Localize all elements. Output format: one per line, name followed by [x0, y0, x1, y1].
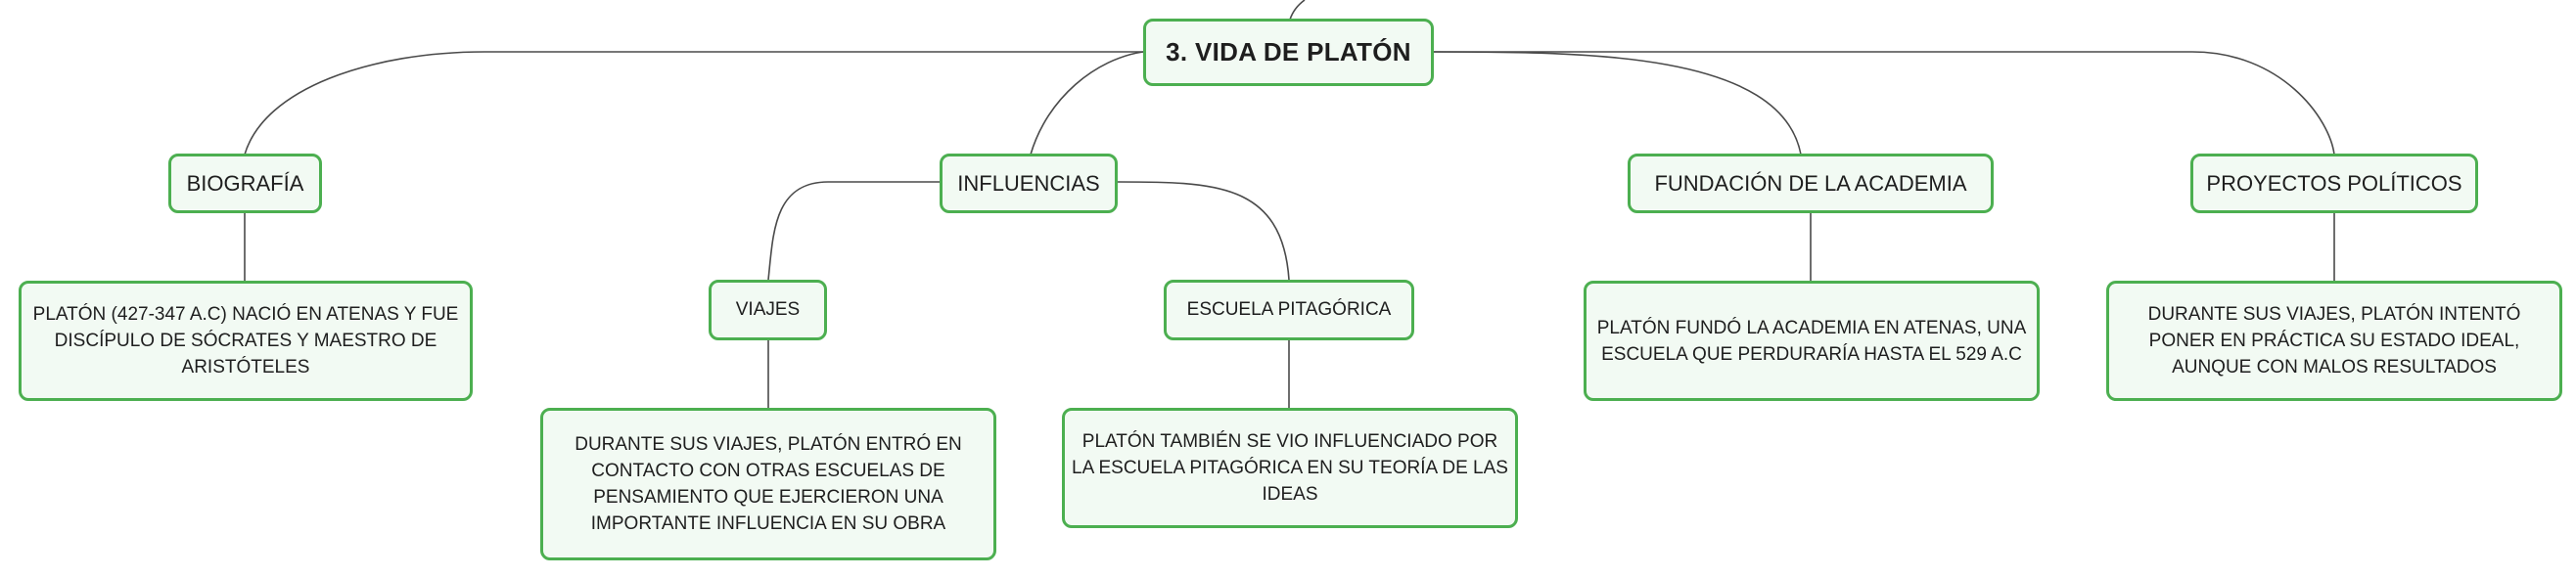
- detail-academia[interactable]: PLATÓN FUNDÓ LA ACADEMIA EN ATENAS, UNA …: [1584, 281, 2040, 401]
- connector-influencias-pitagorica: [1116, 181, 1290, 281]
- detail-biografia-text: PLATÓN (427-347 A.C) NACIÓ EN ATENAS Y F…: [32, 304, 459, 378]
- topic-proyectos-label: PROYECTOS POLÍTICOS: [2206, 170, 2462, 196]
- detail-biografia[interactable]: PLATÓN (427-347 A.C) NACIÓ EN ATENAS Y F…: [19, 281, 473, 401]
- root-node[interactable]: 3. VIDA DE PLATÓN: [1143, 19, 1434, 86]
- detail-proyectos-text: DURANTE SUS VIAJES, PLATÓN INTENTÓ PONER…: [2147, 304, 2521, 378]
- topic-proyectos[interactable]: PROYECTOS POLÍTICOS: [2190, 154, 2478, 213]
- connector-root-academia: [1433, 51, 1802, 156]
- connector-root-biografia: [244, 51, 1143, 156]
- topic-influencias[interactable]: INFLUENCIAS: [940, 154, 1118, 213]
- topic-academia[interactable]: FUNDACIÓN DE LA ACADEMIA: [1628, 154, 1994, 213]
- topic-biografia[interactable]: BIOGRAFÍA: [168, 154, 322, 213]
- detail-viajes[interactable]: DURANTE SUS VIAJES, PLATÓN ENTRÓ EN CONT…: [540, 408, 996, 560]
- detail-academia-text: PLATÓN FUNDÓ LA ACADEMIA EN ATENAS, UNA …: [1596, 317, 2027, 365]
- connector-top-stub: [1289, 0, 1306, 21]
- topic-biografia-label: BIOGRAFÍA: [186, 170, 304, 196]
- connector-influencias-viajes: [767, 181, 940, 281]
- root-label: 3. VIDA DE PLATÓN: [1166, 37, 1411, 67]
- subtopic-pitagorica[interactable]: ESCUELA PITAGÓRICA: [1164, 280, 1414, 340]
- topic-influencias-label: INFLUENCIAS: [957, 170, 1100, 196]
- connector-root-proyectos: [1434, 51, 2335, 156]
- subtopic-viajes[interactable]: VIAJES: [709, 280, 827, 340]
- topic-academia-label: FUNDACIÓN DE LA ACADEMIA: [1654, 170, 1967, 196]
- detail-pitagorica[interactable]: PLATÓN TAMBIÉN SE VIO INFLUENCIADO POR L…: [1062, 408, 1518, 528]
- connector-root-influencias: [1030, 51, 1144, 156]
- detail-pitagorica-text: PLATÓN TAMBIÉN SE VIO INFLUENCIADO POR L…: [1072, 431, 1508, 505]
- detail-viajes-text: DURANTE SUS VIAJES, PLATÓN ENTRÓ EN CONT…: [575, 434, 962, 534]
- subtopic-pitagorica-label: ESCUELA PITAGÓRICA: [1186, 299, 1392, 320]
- detail-proyectos[interactable]: DURANTE SUS VIAJES, PLATÓN INTENTÓ PONER…: [2106, 281, 2562, 401]
- subtopic-viajes-label: VIAJES: [735, 299, 801, 320]
